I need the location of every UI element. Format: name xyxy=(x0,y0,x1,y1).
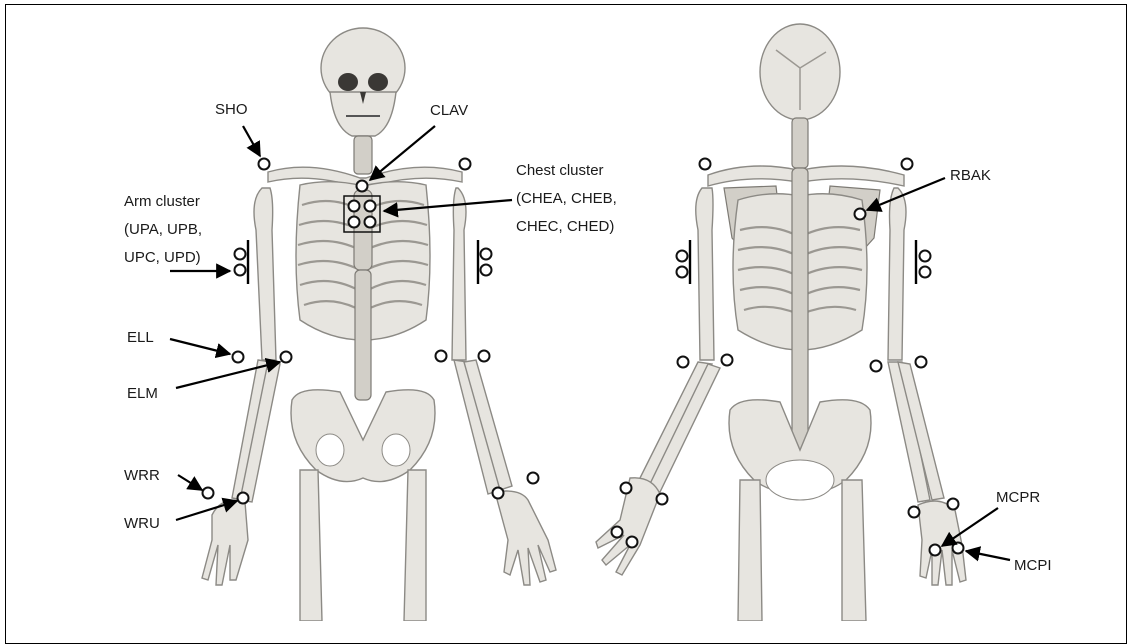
label-ell: ELL xyxy=(127,329,154,346)
label-chest-cluster-line2: (CHEA, CHEB, xyxy=(516,190,617,207)
label-arm-cluster-line3: UPC, UPD) xyxy=(124,249,201,266)
marker-sho-right xyxy=(460,159,471,170)
label-mcpi: MCPI xyxy=(1014,557,1052,574)
marker-wru xyxy=(238,493,249,504)
label-clav: CLAV xyxy=(430,102,468,119)
label-elm: ELM xyxy=(127,385,158,402)
label-rbak: RBAK xyxy=(950,167,991,184)
marker-mcpr xyxy=(930,545,941,556)
label-mcpr: MCPR xyxy=(996,489,1040,506)
label-arm-cluster-line2: (UPA, UPB, xyxy=(124,221,202,238)
marker-rbak xyxy=(855,209,866,220)
label-chest-cluster-line3: CHEC, CHED) xyxy=(516,218,614,235)
marker-elm xyxy=(281,352,292,363)
label-arm-cluster-line1: Arm cluster xyxy=(124,193,200,210)
back-skeleton xyxy=(596,24,966,621)
front-skeleton xyxy=(202,28,556,621)
label-wrr: WRR xyxy=(124,467,160,484)
label-wru: WRU xyxy=(124,515,160,532)
skeleton-marker-diagram: SHO CLAV Chest cluster (CHEA, CHEB, CHEC… xyxy=(0,0,1134,621)
marker-mcpi xyxy=(953,543,964,554)
marker-sho xyxy=(259,159,270,170)
label-sho: SHO xyxy=(215,101,248,118)
marker-wrr xyxy=(203,488,214,499)
marker-clav xyxy=(357,181,368,192)
marker-ell xyxy=(233,352,244,363)
label-chest-cluster-line1: Chest cluster xyxy=(516,162,604,179)
